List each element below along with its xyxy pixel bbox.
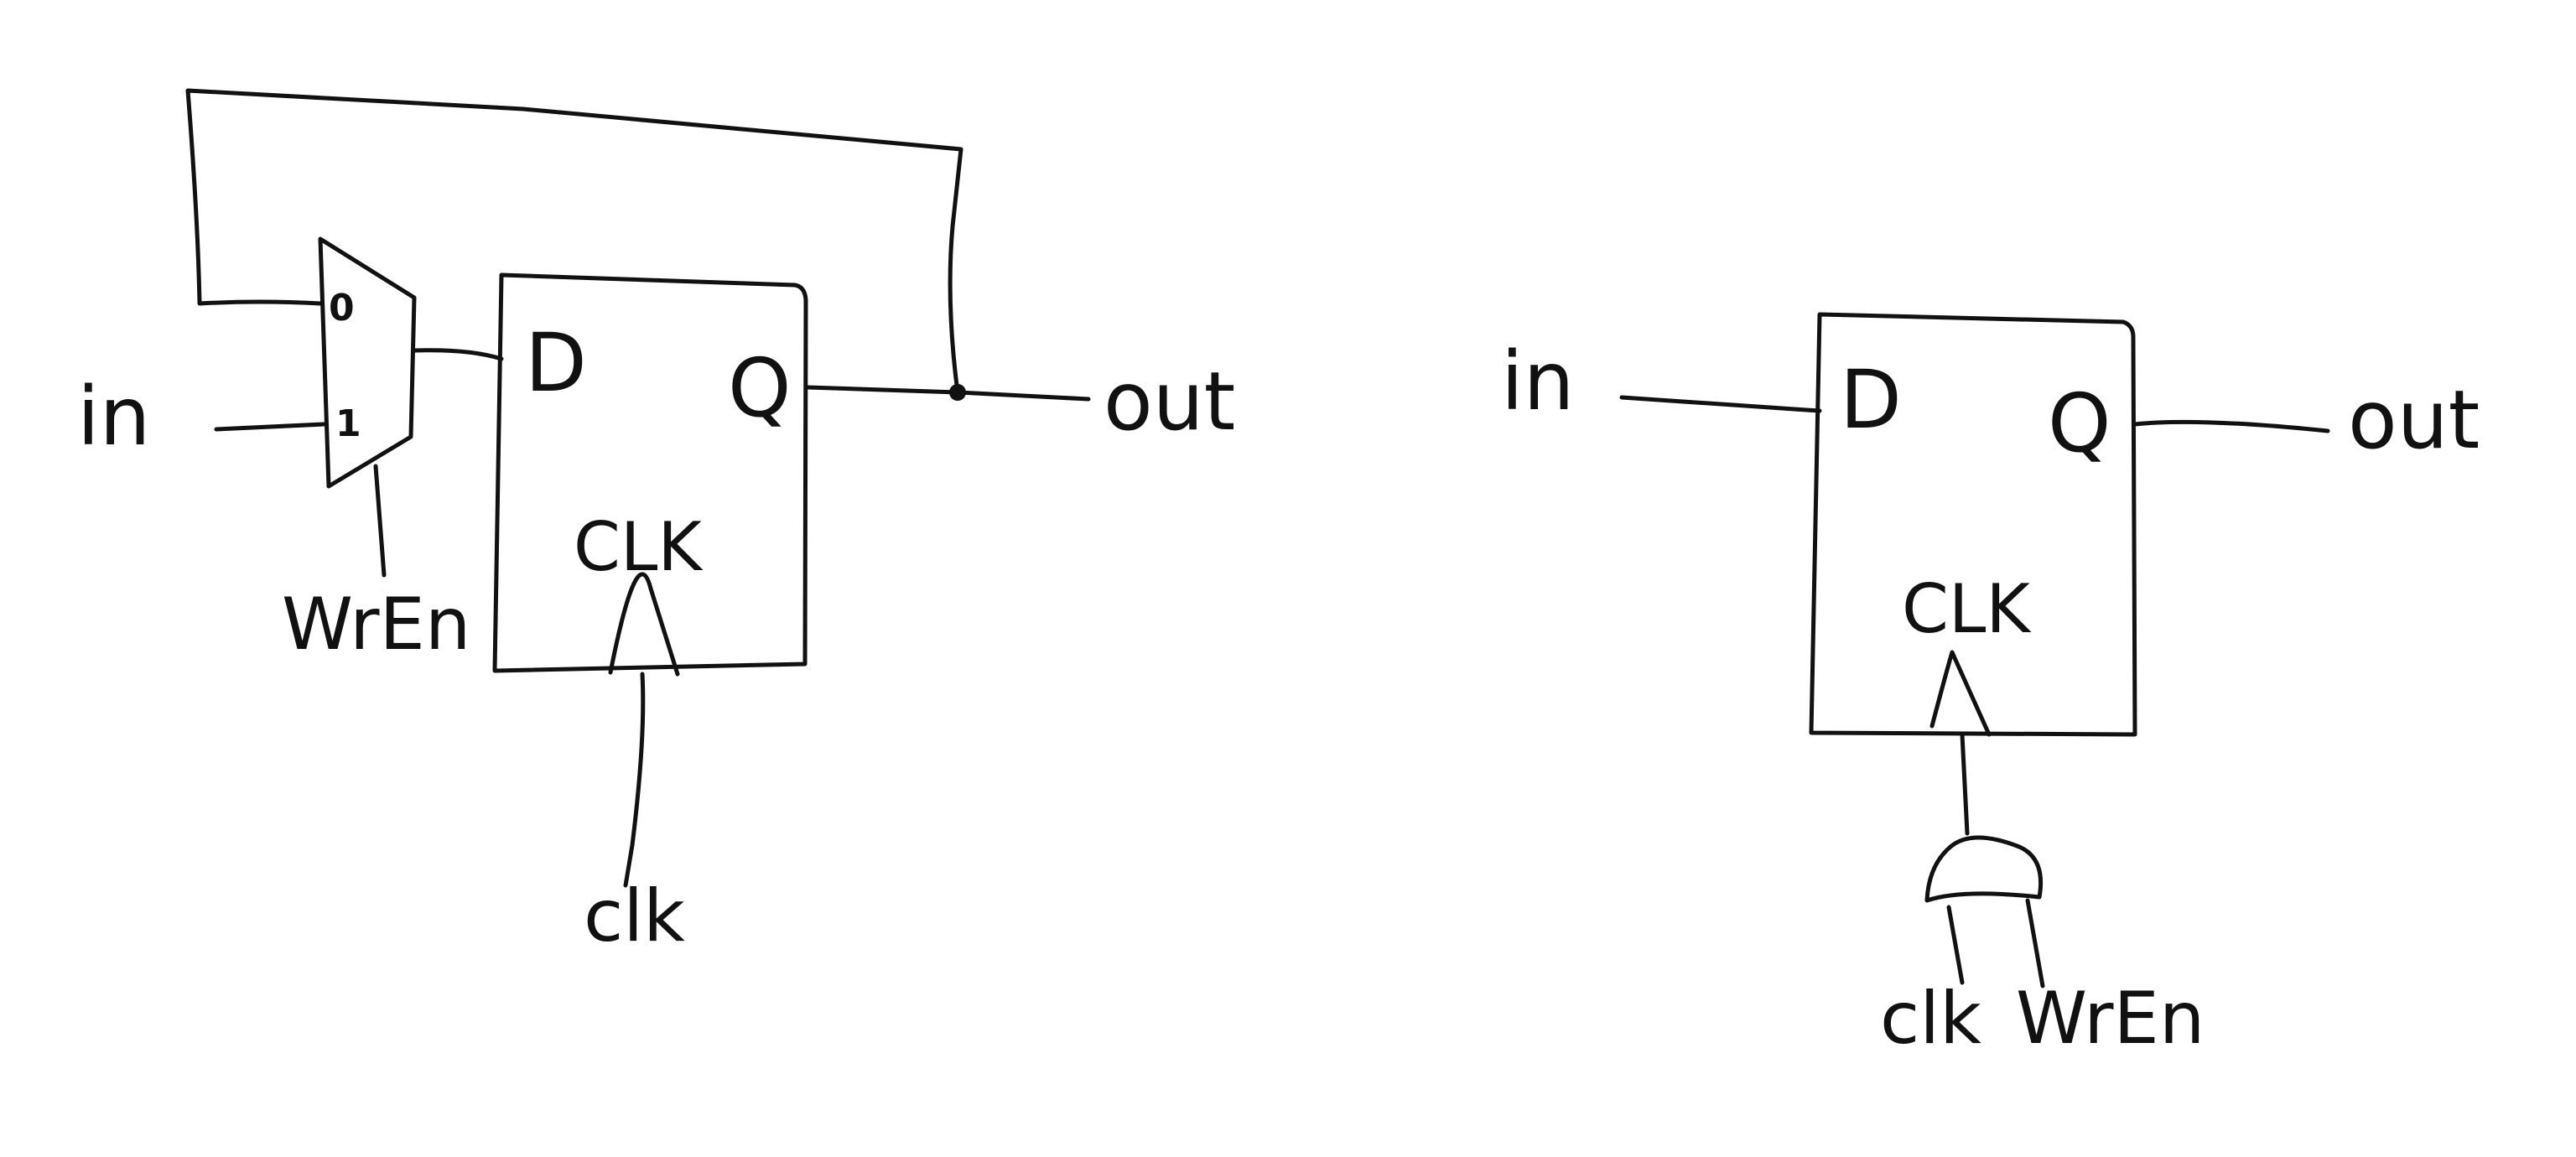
wire-right-q-to-out [2132, 419, 2330, 433]
left-ff-d-label: D [525, 316, 587, 410]
right-ff-clk-label: CLK [1902, 570, 2032, 648]
right-ff-q-label: Q [2048, 376, 2111, 470]
left-wren-label: WrEn [282, 583, 470, 667]
left-ff-clk-label: CLK [574, 508, 704, 586]
wire-mux-to-d [412, 348, 504, 361]
left-output-label: out [1104, 355, 1235, 449]
wire-wren-to-mux [373, 464, 387, 578]
wire-gate-to-clk [1960, 732, 1970, 836]
left-clock-triangle [608, 572, 680, 677]
left-clk-label: clk [584, 874, 685, 958]
right-flip-flop [1809, 312, 2137, 737]
and-gate [1924, 835, 2044, 903]
right-circuit: D Q CLK in out clk WrEn [1501, 312, 2480, 1061]
left-flip-flop [492, 272, 808, 673]
wire-right-in-to-d [1619, 395, 1822, 413]
left-circuit: 0 1 D Q CLK in out WrEn clk [77, 88, 1235, 958]
left-ff-q-label: Q [728, 341, 792, 435]
wire-feedback-loop [185, 88, 963, 395]
right-ff-d-label: D [1840, 353, 1902, 447]
right-wren-label: WrEn [2016, 977, 2205, 1061]
wire-clk-to-gate [1946, 905, 1965, 985]
right-clk-label: clk [1880, 977, 1981, 1061]
right-output-label: out [2348, 373, 2480, 467]
wire-in-to-mux1 [214, 422, 326, 432]
mux-shape [318, 236, 417, 489]
right-clock-triangle [1929, 650, 1992, 737]
wire-q-to-out [805, 385, 1091, 402]
right-input-label: in [1501, 335, 1575, 428]
left-input-label: in [77, 370, 151, 464]
wire-clk-to-ff [623, 672, 646, 888]
mux-input1-label: 1 [335, 402, 361, 445]
mux-input0-label: 0 [329, 287, 355, 329]
wire-wren-to-gate [2025, 898, 2045, 988]
